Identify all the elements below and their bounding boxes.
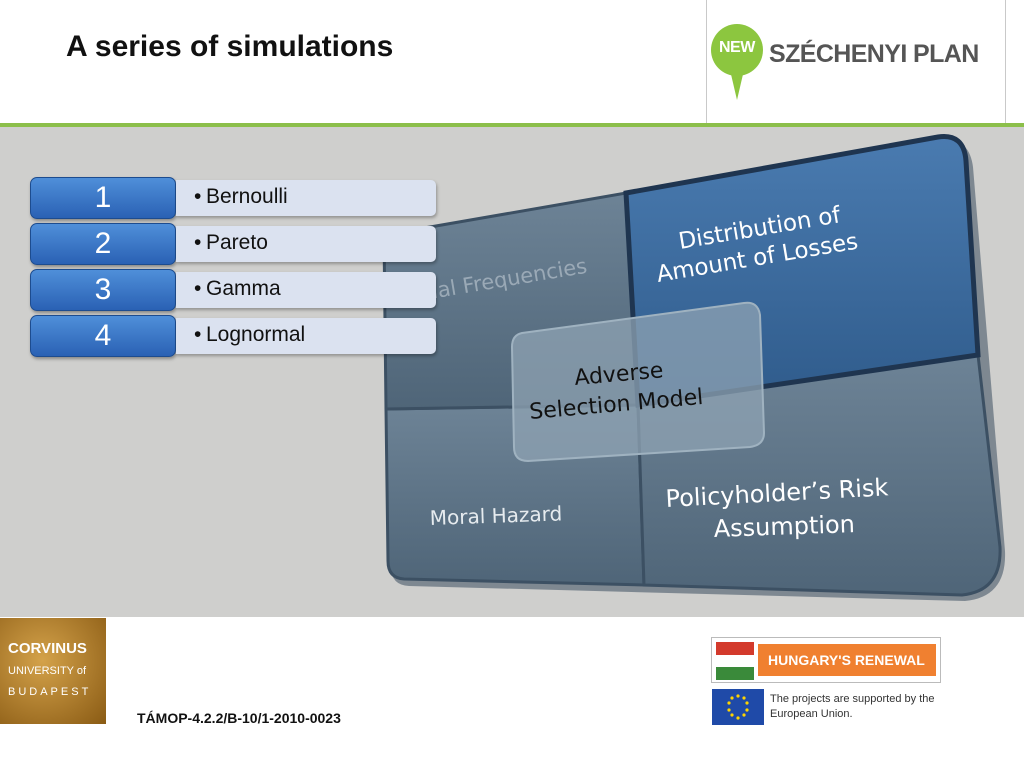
corvinus-line2: UNIVERSITY of — [8, 665, 87, 677]
project-code: TÁMOP-4.2.2/B-10/1-2010-0023 — [137, 710, 341, 726]
corvinus-line1: CORVINUS — [8, 640, 87, 657]
szechenyi-plan-logo: NEW SZÉCHENYI PLAN — [706, 0, 1006, 124]
list-item-bernoulli: Bernoulli — [176, 180, 436, 216]
label-moral-hazard: Moral Hazard — [429, 501, 562, 530]
list-item-lognormal: Lognormal — [176, 318, 436, 354]
header-divider — [0, 123, 1024, 127]
number-badge-2: 2 — [30, 223, 176, 265]
eu-support-text: The projects are supported by the Europe… — [770, 693, 935, 720]
list-item-pareto: Pareto — [176, 226, 436, 262]
center-box — [510, 301, 766, 463]
corvinus-logo: CORVINUS UNIVERSITY of BUDAPEST — [0, 618, 106, 724]
logo-text: SZÉCHENYI PLAN — [769, 40, 979, 68]
hungary-renewal-logo: HUNGARY'S RENEWAL — [711, 637, 941, 683]
number-badge-4: 4 — [30, 315, 176, 357]
slide-title: A series of simulations — [66, 30, 394, 63]
corvinus-line3: BUDAPEST — [8, 686, 92, 698]
matrix-diagram: Initial Frequencies Distribution of Amou… — [382, 134, 1006, 601]
logo-badge-text: NEW — [719, 39, 755, 56]
number-badge-1: 1 — [30, 177, 176, 219]
hungarian-flag-icon — [716, 642, 754, 680]
eu-flag-icon — [712, 689, 764, 725]
label-risk-line2: Assumption — [713, 510, 855, 543]
number-badge-3: 3 — [30, 269, 176, 311]
list-item-gamma: Gamma — [176, 272, 436, 308]
map-pin-icon: NEW — [711, 24, 763, 100]
renewal-label: HUNGARY'S RENEWAL — [758, 644, 936, 676]
